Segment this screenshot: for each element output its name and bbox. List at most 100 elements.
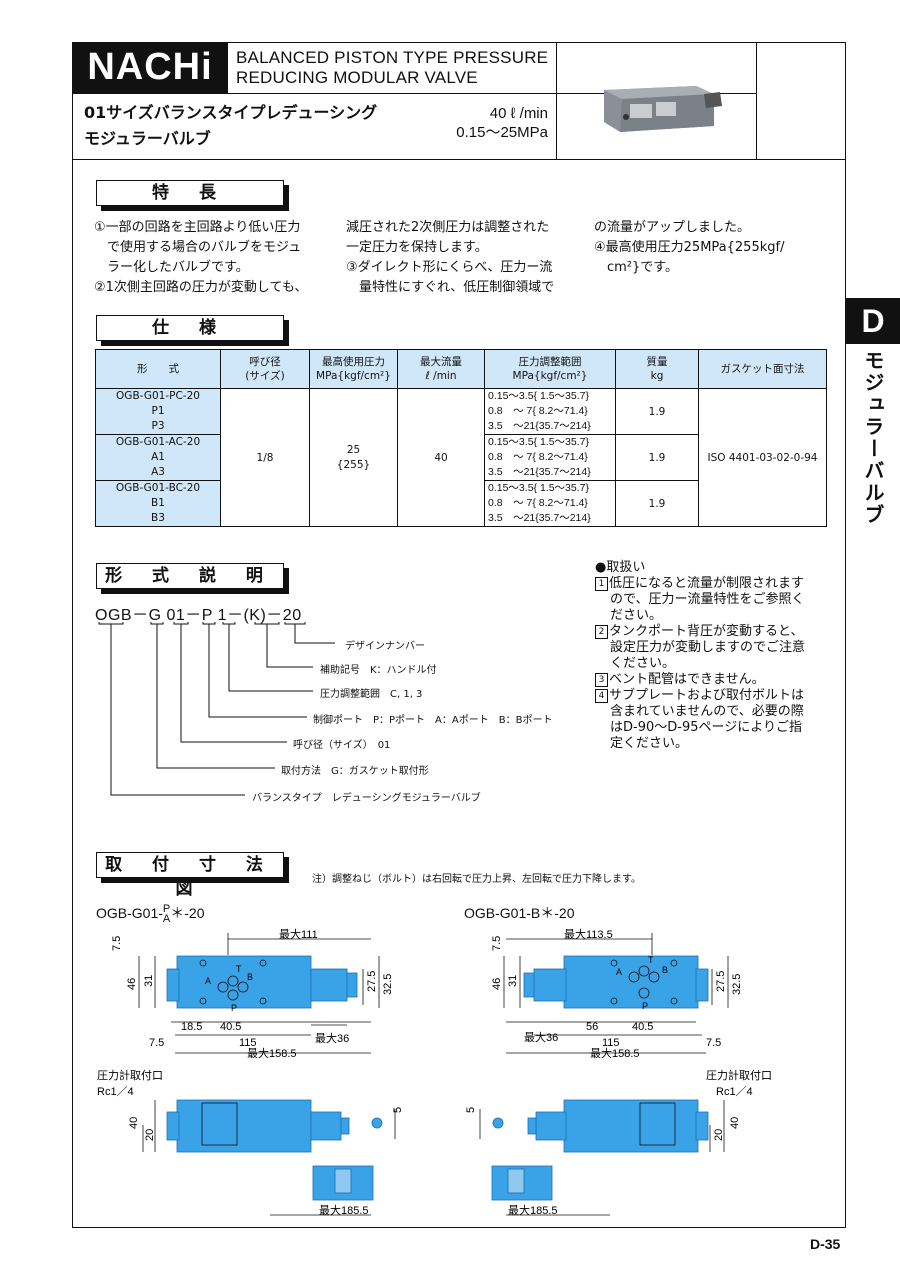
port-a [628,971,640,983]
gauge-port-size: Rc1／4 [716,1085,753,1098]
bolt-hole [670,959,678,967]
port-t [227,975,239,987]
col-header-mass: 質量 kg [615,349,699,389]
col-header-flow: 最大流量 ℓ /min [397,349,485,389]
model-text: A3 [151,466,165,478]
code-item: バランスタイプ レデューシングモジュラーバルブ [252,793,481,804]
bonnet-side [535,1111,567,1141]
col-header-pressure: 最高使用圧力 MPa{kgf/cm²} [309,349,398,389]
note-number: 3 [595,673,608,687]
gauge-port-label: 圧力計取付口 [97,1068,163,1082]
dim-label: 32.5 [382,974,394,995]
features-col2: 減圧された2次側圧力は調整された 一定圧力を保持します。 ③ダイレクト形にくらべ… [346,218,586,298]
spec-heading: 仕 様 [96,315,284,341]
range-text: 3.5 ～21{35.7～214} [488,512,591,524]
dim-label: 20 [713,1129,725,1141]
left-dimension-drawing: 最大111 7.5 46 31 27.5 32.5 18.5 40.5 7.5 … [97,927,404,1217]
dim-label: 最大158.5 [590,1046,640,1060]
section-tab-label: モジュラーバルブ [861,350,885,526]
nut-side [340,1117,350,1135]
model-text: OGB-G01-BC-20 [115,482,201,494]
range-text: 0.8 ～ 7{ 8.2～71.4} [488,497,588,509]
range-text: 0.15～3.5{ 1.5～35.7} [488,390,589,402]
left-title-end: ＊-20 [170,905,205,921]
dim-label: 40.5 [632,1021,653,1033]
model-text: A1 [151,451,165,463]
feature-line: 量特性にすぐれ、低圧制御領域で [346,280,555,295]
bolt-hole [610,997,618,1005]
product-photo [604,86,722,132]
note-line: 含まれていませんので、必要の際 [610,704,804,719]
port-t [638,965,650,977]
valve-body [563,955,699,1009]
bonnet-side [310,1111,342,1141]
code-item: 補助記号 K：ハンドル付 [320,665,437,676]
note-line: ので、圧力ー流量特性をご参照く [610,592,805,607]
code-item: 呼び径（サイズ） 01 [293,740,391,751]
valve-body-side [176,1099,312,1153]
range-text: 0.15～3.5{ 1.5～35.7} [488,482,589,494]
title-en-line1: BALANCED PISTON TYPE PRESSURE [236,48,549,67]
col-header-gasket: ガスケット面寸法 [698,349,827,389]
range-cell: 0.15～3.5{ 1.5～35.7}0.8 ～ 7{ 8.2～71.4}3.5… [484,434,616,481]
range-text: 0.8 ～ 7{ 8.2～71.4} [488,451,588,463]
nut-side [527,1117,537,1135]
adjust-nut [523,972,535,998]
dim-label: 46 [491,978,503,990]
adjustment-note: 注）調整ねじ（ボルト）は右回転で圧力上昇、左回転で圧力下降します。 [312,874,641,885]
nameplate [639,1102,676,1146]
code-item: 制御ポート P：Pポート A：Aポート B：Bポート [313,715,553,726]
feature-line: ②1次側主回路の圧力が変動しても、 [94,280,308,295]
col-header-model: 形 式 [95,349,221,389]
dim-label: 最大36 [315,1031,349,1045]
port-p [227,989,239,1001]
bolt-hole [259,959,267,967]
dim-label: 31 [507,975,519,987]
model-text: P1 [151,405,165,417]
port-label-a: A [205,976,211,986]
port-label-t: T [236,964,242,974]
col-header-range: 圧力調整範囲 MPa{kgf/cm²} [484,349,616,389]
gauge-port-side [695,1111,709,1141]
port-label-p: P [231,1003,237,1013]
title-jp-line1: 01サイズバランスタイプレデューシング [84,103,378,122]
dim-label: 最大185.5 [319,1203,369,1217]
dim-label: 32.5 [731,974,743,995]
dim-label: 20 [144,1129,156,1141]
dim-label: 56 [586,1021,598,1033]
note-line: ベント配管はできません。 [609,672,765,687]
model-text: B3 [151,512,165,524]
features-col3: の流量がアップしました。 ④最高使用圧力25MPa{255kgf/ cm²}です… [594,218,842,278]
bolt-hole [259,997,267,1005]
dim-label: 46 [126,978,138,990]
range-text: 0.15～3.5{ 1.5～35.7} [488,436,589,448]
note-line: サブプレートおよび取付ボルトは [609,688,805,703]
gauge-port [166,968,180,1002]
title-jp-line2: モジュラーバルブ [84,129,211,148]
note-line: タンクポート背圧が変動すると、 [609,624,804,639]
model-text: P3 [151,420,165,432]
feature-line: 一定圧力を保持します。 [346,240,488,255]
gasket-cell: ISO 4401-03-02-0-94 [698,388,827,527]
dim-label: 5 [465,1107,477,1113]
size-cell: 1/8 [220,388,310,527]
bolt-hole [610,959,618,967]
dim-label: 最大111 [279,927,318,941]
dim-label: 7.5 [706,1037,721,1049]
dim-label: 7.5 [111,936,123,951]
left-title-main: OGB-G01- [96,905,163,921]
mass-cell: 1.9 [615,388,699,435]
page-number: D-35 [810,1236,841,1252]
nameplate [201,1102,238,1146]
model-text: B1 [151,497,165,509]
port-b [648,971,660,983]
port-b [237,981,249,993]
port-a [217,981,229,993]
model-text: OGB-G01-PC-20 [116,390,200,402]
handle-knob [334,1168,352,1194]
bolt-hole [199,959,207,967]
